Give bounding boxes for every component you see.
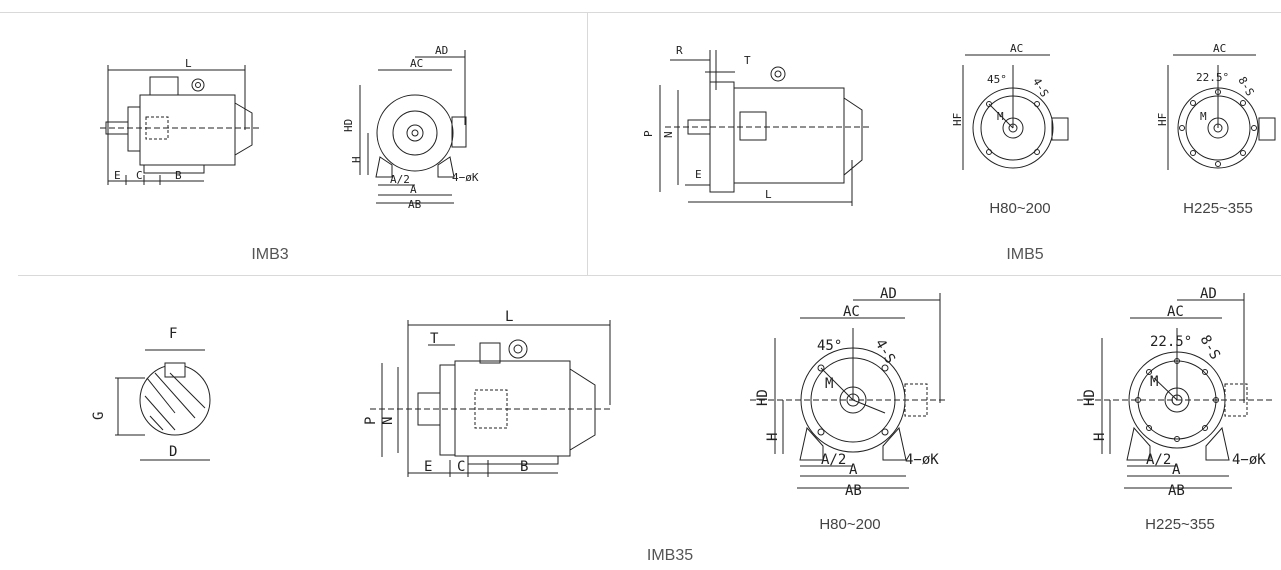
sub-imb35-h225: H225~355: [1145, 516, 1215, 533]
dim-B: B: [175, 169, 182, 182]
dim-N: N: [662, 131, 675, 138]
dim-HD: HD: [755, 389, 771, 406]
dim-HD: HD: [1082, 389, 1098, 406]
dim-F: F: [169, 326, 177, 342]
dim-AD: AD: [1200, 286, 1217, 302]
dim-A: A: [1172, 462, 1181, 478]
dim-E: E: [424, 459, 432, 475]
dim-E: E: [695, 168, 702, 181]
dim-K: 4−øK: [1232, 452, 1266, 468]
holes-8S: 8-S: [1235, 75, 1256, 99]
dim-AB: AB: [408, 198, 422, 211]
imb35-end-view-h80: AD AC HD H 45° 4-S M A/2 A AB 4−øK: [745, 286, 945, 499]
imb3-side-view: L E C B: [100, 57, 260, 190]
dim-AC: AC: [1010, 42, 1023, 55]
dim-H: H: [765, 433, 781, 441]
dim-HF: HF: [1156, 113, 1169, 126]
dim-AC: AC: [410, 57, 423, 70]
sub-imb5-h225: H225~355: [1183, 200, 1253, 217]
dim-E: E: [114, 169, 121, 182]
dim-AB: AB: [1168, 483, 1185, 499]
dim-L: L: [505, 309, 513, 325]
sub-imb5-h80: H80~200: [989, 200, 1051, 217]
dim-T: T: [744, 54, 751, 67]
dim-AD: AD: [435, 44, 448, 57]
angle-45: 45°: [987, 73, 1007, 86]
dim-C: C: [136, 169, 143, 182]
dim-A2: A/2: [821, 452, 846, 468]
dim-AC: AC: [1213, 42, 1226, 55]
dim-M: M: [825, 376, 833, 392]
dim-AC: AC: [1167, 304, 1184, 320]
dim-L: L: [765, 188, 772, 201]
dim-M: M: [1200, 110, 1207, 123]
holes-4S: 4-S: [872, 337, 899, 367]
dim-K: 4−øK: [452, 171, 479, 184]
angle-22: 22.5°: [1196, 71, 1229, 84]
angle-22: 22.5°: [1150, 334, 1192, 350]
dim-M: M: [1150, 374, 1158, 390]
dim-P: P: [642, 130, 655, 137]
dim-K: 4−øK: [905, 452, 939, 468]
dim-A: A: [410, 183, 417, 196]
dim-HD: HD: [342, 119, 355, 132]
dim-A2: A/2: [1146, 452, 1171, 468]
top-divider: [0, 12, 1281, 13]
dim-M: M: [997, 110, 1004, 123]
dim-H: H: [1092, 433, 1108, 441]
dim-H: H: [350, 156, 363, 163]
dim-HF: HF: [951, 113, 964, 126]
dim-G: G: [91, 412, 107, 420]
dim-T: T: [430, 331, 439, 347]
caption-imb5: IMB5: [1006, 246, 1044, 263]
angle-45: 45°: [817, 338, 842, 354]
dim-AC: AC: [843, 304, 860, 320]
dim-C: C: [457, 459, 465, 475]
imb35-side-view: L T P N E C B: [363, 309, 615, 480]
imb3-end-view: AD AC HD H A/2 A AB 4−øK: [342, 44, 479, 211]
dim-A: A: [849, 462, 858, 478]
holes-4S: 4-S: [1030, 76, 1051, 100]
dim-P: P: [363, 417, 379, 425]
caption-imb35: IMB35: [646, 547, 694, 564]
dim-A2: A/2: [390, 173, 410, 186]
dim-B: B: [520, 459, 528, 475]
imb5-flange-view-h225: AC HF 22.5° 8-S M: [1156, 42, 1281, 175]
dim-N: N: [380, 417, 396, 425]
dim-R: R: [676, 44, 683, 57]
dim-AB: AB: [845, 483, 862, 499]
dim-D: D: [169, 444, 177, 460]
imb35-end-view-h225: AD AC HD H 22.5° 8-S M A/2 A AB 4−øK: [1072, 286, 1277, 499]
imb5-flange-view-h80: AC HF 45° 4-S M: [951, 42, 1090, 175]
middle-divider: [18, 275, 1281, 276]
dim-L: L: [185, 57, 192, 70]
sub-imb35-h80: H80~200: [819, 516, 881, 533]
vertical-divider: [587, 13, 588, 275]
imb5-side-view: R T P N E L: [642, 44, 870, 210]
imb35-shaft-section: F G D: [91, 326, 235, 468]
dim-AD: AD: [880, 286, 897, 302]
caption-imb3: IMB3: [251, 246, 289, 263]
